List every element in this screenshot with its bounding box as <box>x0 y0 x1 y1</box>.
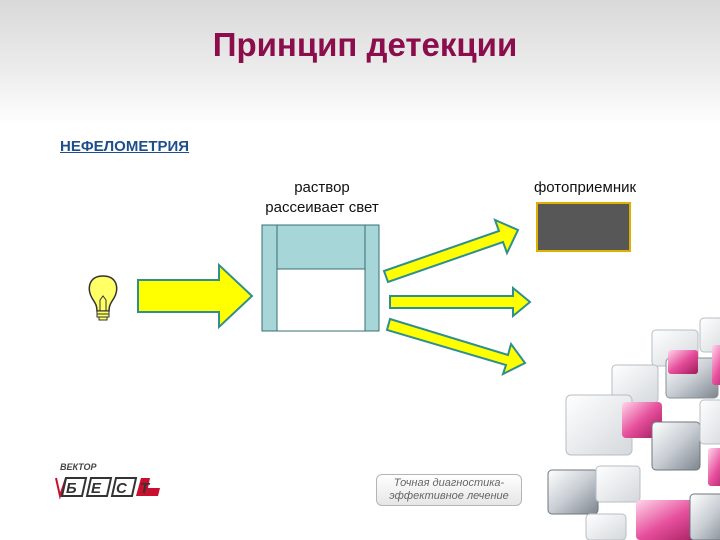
tagline-line-2: эффективное лечение <box>389 490 509 502</box>
cuvette <box>261 224 380 332</box>
solution-label: раствор рассеивает свет <box>242 178 402 218</box>
light-bulb-icon <box>88 275 118 321</box>
incident-light-arrow <box>137 262 254 330</box>
logo-letter-3: С <box>116 480 128 497</box>
tagline-line-1: Точная диагностика- <box>393 477 505 489</box>
company-logo: Б Е С Т <box>55 477 160 500</box>
scatter-arrow-straight <box>389 285 532 319</box>
decorative-cubes <box>547 317 720 540</box>
solution-label-text: раствор рассеивает свет <box>265 179 379 216</box>
slide-title: Принцип детекции <box>212 26 518 63</box>
logo-letter-1: Б <box>66 480 77 497</box>
logo-letter-4: Т <box>140 480 151 497</box>
logo-letter-2: Е <box>91 480 102 497</box>
detector-label: фотоприемник <box>533 179 637 196</box>
photodetector <box>536 202 631 252</box>
scatter-arrow-up <box>382 218 520 284</box>
logo-small-text: ВЕКТОР <box>60 462 97 472</box>
tagline-badge: Точная диагностика- эффективное лечение <box>376 474 522 506</box>
subtitle-nephelometry: НЕФЕЛОМЕТРИЯ <box>60 138 190 155</box>
scatter-arrow-down <box>385 317 527 376</box>
